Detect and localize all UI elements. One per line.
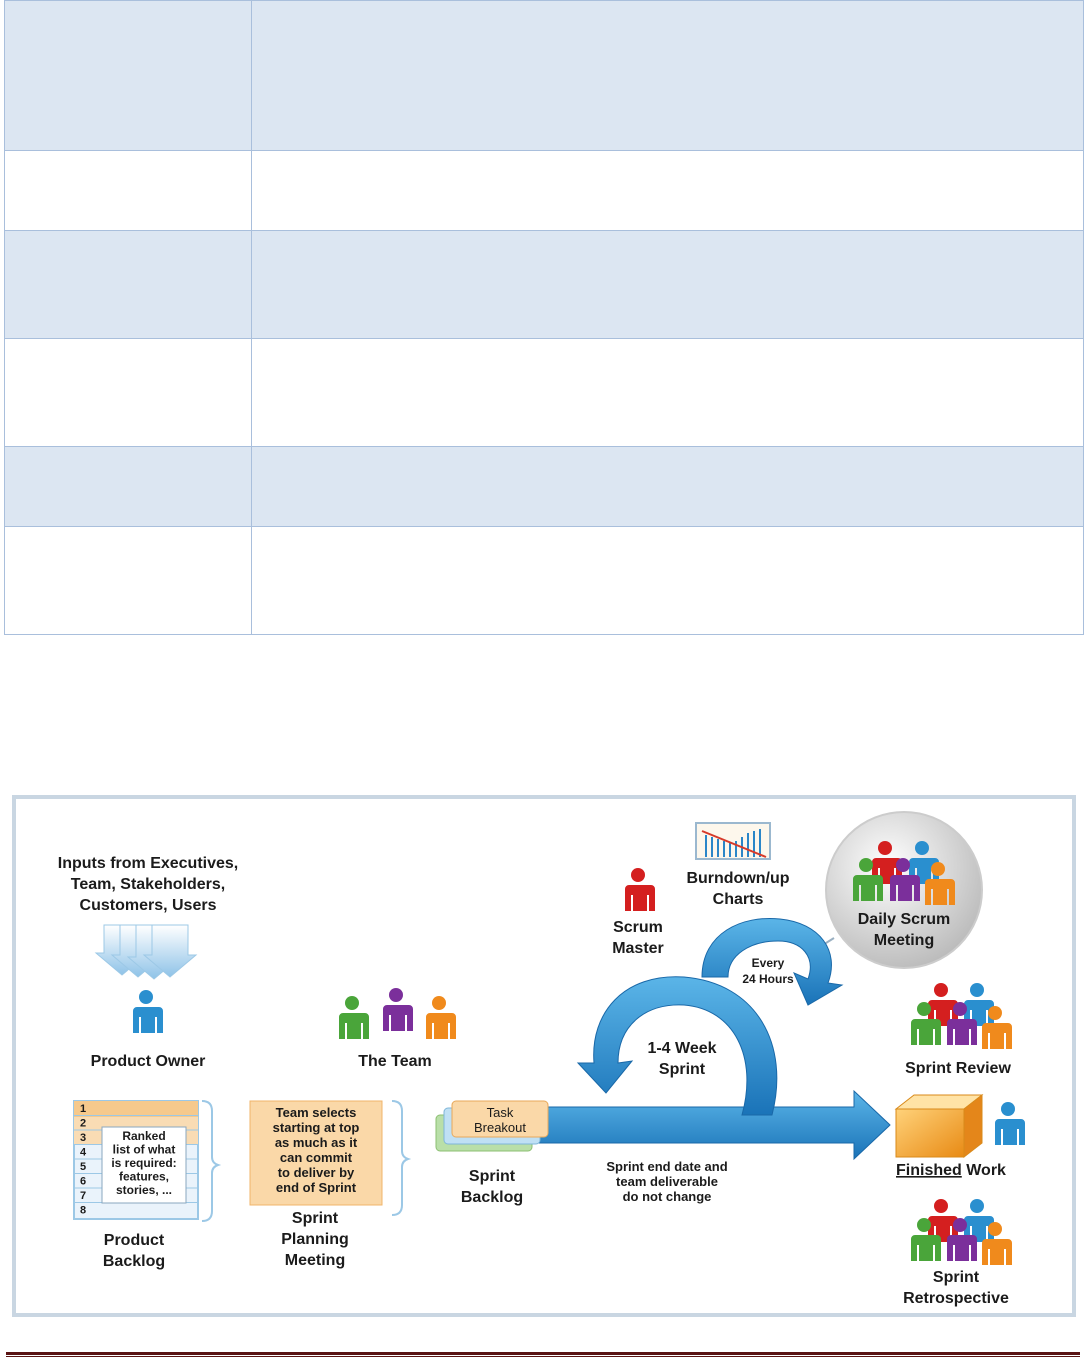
table-cell-term (5, 447, 252, 527)
backlog-note-line: list of what (113, 1143, 176, 1157)
svg-text:Backlog: Backlog (103, 1253, 165, 1270)
svg-text:Master: Master (612, 940, 664, 957)
team-selects-line: Team selects (276, 1105, 357, 1120)
product-owner-label: Product Owner (91, 1053, 206, 1070)
backlog-number: 2 (80, 1118, 86, 1130)
team-selects-line: can commit (280, 1150, 353, 1165)
svg-text:Sprint: Sprint (292, 1210, 339, 1227)
table-cell-description (252, 151, 1084, 231)
team-selects-line: starting at top (273, 1120, 360, 1135)
backlog-number: 1 (80, 1103, 86, 1115)
svg-text:Retrospective: Retrospective (903, 1290, 1009, 1307)
table-row (5, 339, 1084, 447)
inputs-label: Inputs from Executives, Team, Stakeholde… (58, 855, 239, 914)
backlog-number: 4 (80, 1147, 87, 1159)
svg-text:Sprint: Sprint (659, 1061, 706, 1078)
svg-text:Charts: Charts (713, 891, 764, 908)
sprint-end-note: Sprint end date and team deliverable do … (606, 1159, 727, 1204)
table-cell-description (252, 527, 1084, 635)
table-cell-term (5, 151, 252, 231)
info-table (4, 0, 1084, 635)
svg-text:Inputs from Executives,: Inputs from Executives, (58, 855, 239, 872)
table-row (5, 527, 1084, 635)
team-label: The Team (358, 1053, 432, 1070)
backlog-number: 5 (80, 1161, 86, 1173)
svg-text:Sprint: Sprint (933, 1269, 980, 1286)
table-cell-term (5, 527, 252, 635)
svg-text:team deliverable: team deliverable (616, 1174, 718, 1189)
svg-text:Scrum: Scrum (613, 919, 663, 936)
footer-rule (6, 1352, 1080, 1355)
backlog-note-line: features, (119, 1170, 169, 1184)
finished-work-cube-icon (896, 1095, 982, 1157)
table-row (5, 447, 1084, 527)
svg-text:Task: Task (487, 1105, 514, 1120)
table-row (5, 151, 1084, 231)
svg-text:1-4 Week: 1-4 Week (647, 1040, 716, 1057)
svg-text:Customers, Users: Customers, Users (80, 897, 217, 914)
table-cell-description (252, 1, 1084, 151)
svg-text:Daily Scrum: Daily Scrum (858, 911, 950, 928)
team-selects-line: to deliver by (278, 1165, 355, 1180)
backlog-number: 8 (80, 1205, 86, 1217)
table-cell-description (252, 447, 1084, 527)
svg-text:Team, Stakeholders,: Team, Stakeholders, (71, 876, 225, 893)
svg-text:Breakout: Breakout (474, 1120, 526, 1135)
burndown-chart-icon (696, 823, 770, 859)
svg-text:Meeting: Meeting (874, 932, 934, 949)
finished-work-label: Finished Work (896, 1162, 1006, 1179)
backlog-note-line: is required: (111, 1156, 176, 1170)
svg-text:Sprint end date and: Sprint end date and (606, 1159, 727, 1174)
svg-text:Planning: Planning (281, 1231, 349, 1248)
backlog-number: 6 (80, 1176, 86, 1188)
backlog-note-line: stories, ... (116, 1183, 172, 1197)
table-cell-term (5, 1, 252, 151)
table-row (5, 231, 1084, 339)
team-selects-line: as much as it (275, 1135, 358, 1150)
team-selects-line: end of Sprint (276, 1180, 357, 1195)
backlog-number: 3 (80, 1132, 86, 1144)
backlog-number: 7 (80, 1190, 86, 1202)
table-cell-term (5, 339, 252, 447)
svg-text:Backlog: Backlog (461, 1189, 523, 1206)
svg-text:Every: Every (752, 956, 785, 970)
svg-text:Product: Product (104, 1232, 165, 1249)
task-breakout-cards: Task Breakout (436, 1101, 548, 1151)
sprint-review-label: Sprint Review (905, 1060, 1011, 1077)
backlog-note-line: Ranked (122, 1129, 165, 1143)
table-cell-description (252, 339, 1084, 447)
svg-text:24 Hours: 24 Hours (742, 972, 794, 986)
scrum-process-diagram: Inputs from Executives, Team, Stakeholde… (12, 795, 1076, 1317)
table-row (5, 1, 1084, 151)
svg-text:do not change: do not change (623, 1189, 712, 1204)
svg-text:Burndown/up: Burndown/up (686, 870, 789, 887)
svg-text:Meeting: Meeting (285, 1252, 345, 1269)
table-cell-description (252, 231, 1084, 339)
table-cell-term (5, 231, 252, 339)
footer-rule-thin (6, 1356, 1080, 1357)
svg-text:Sprint: Sprint (469, 1168, 516, 1185)
